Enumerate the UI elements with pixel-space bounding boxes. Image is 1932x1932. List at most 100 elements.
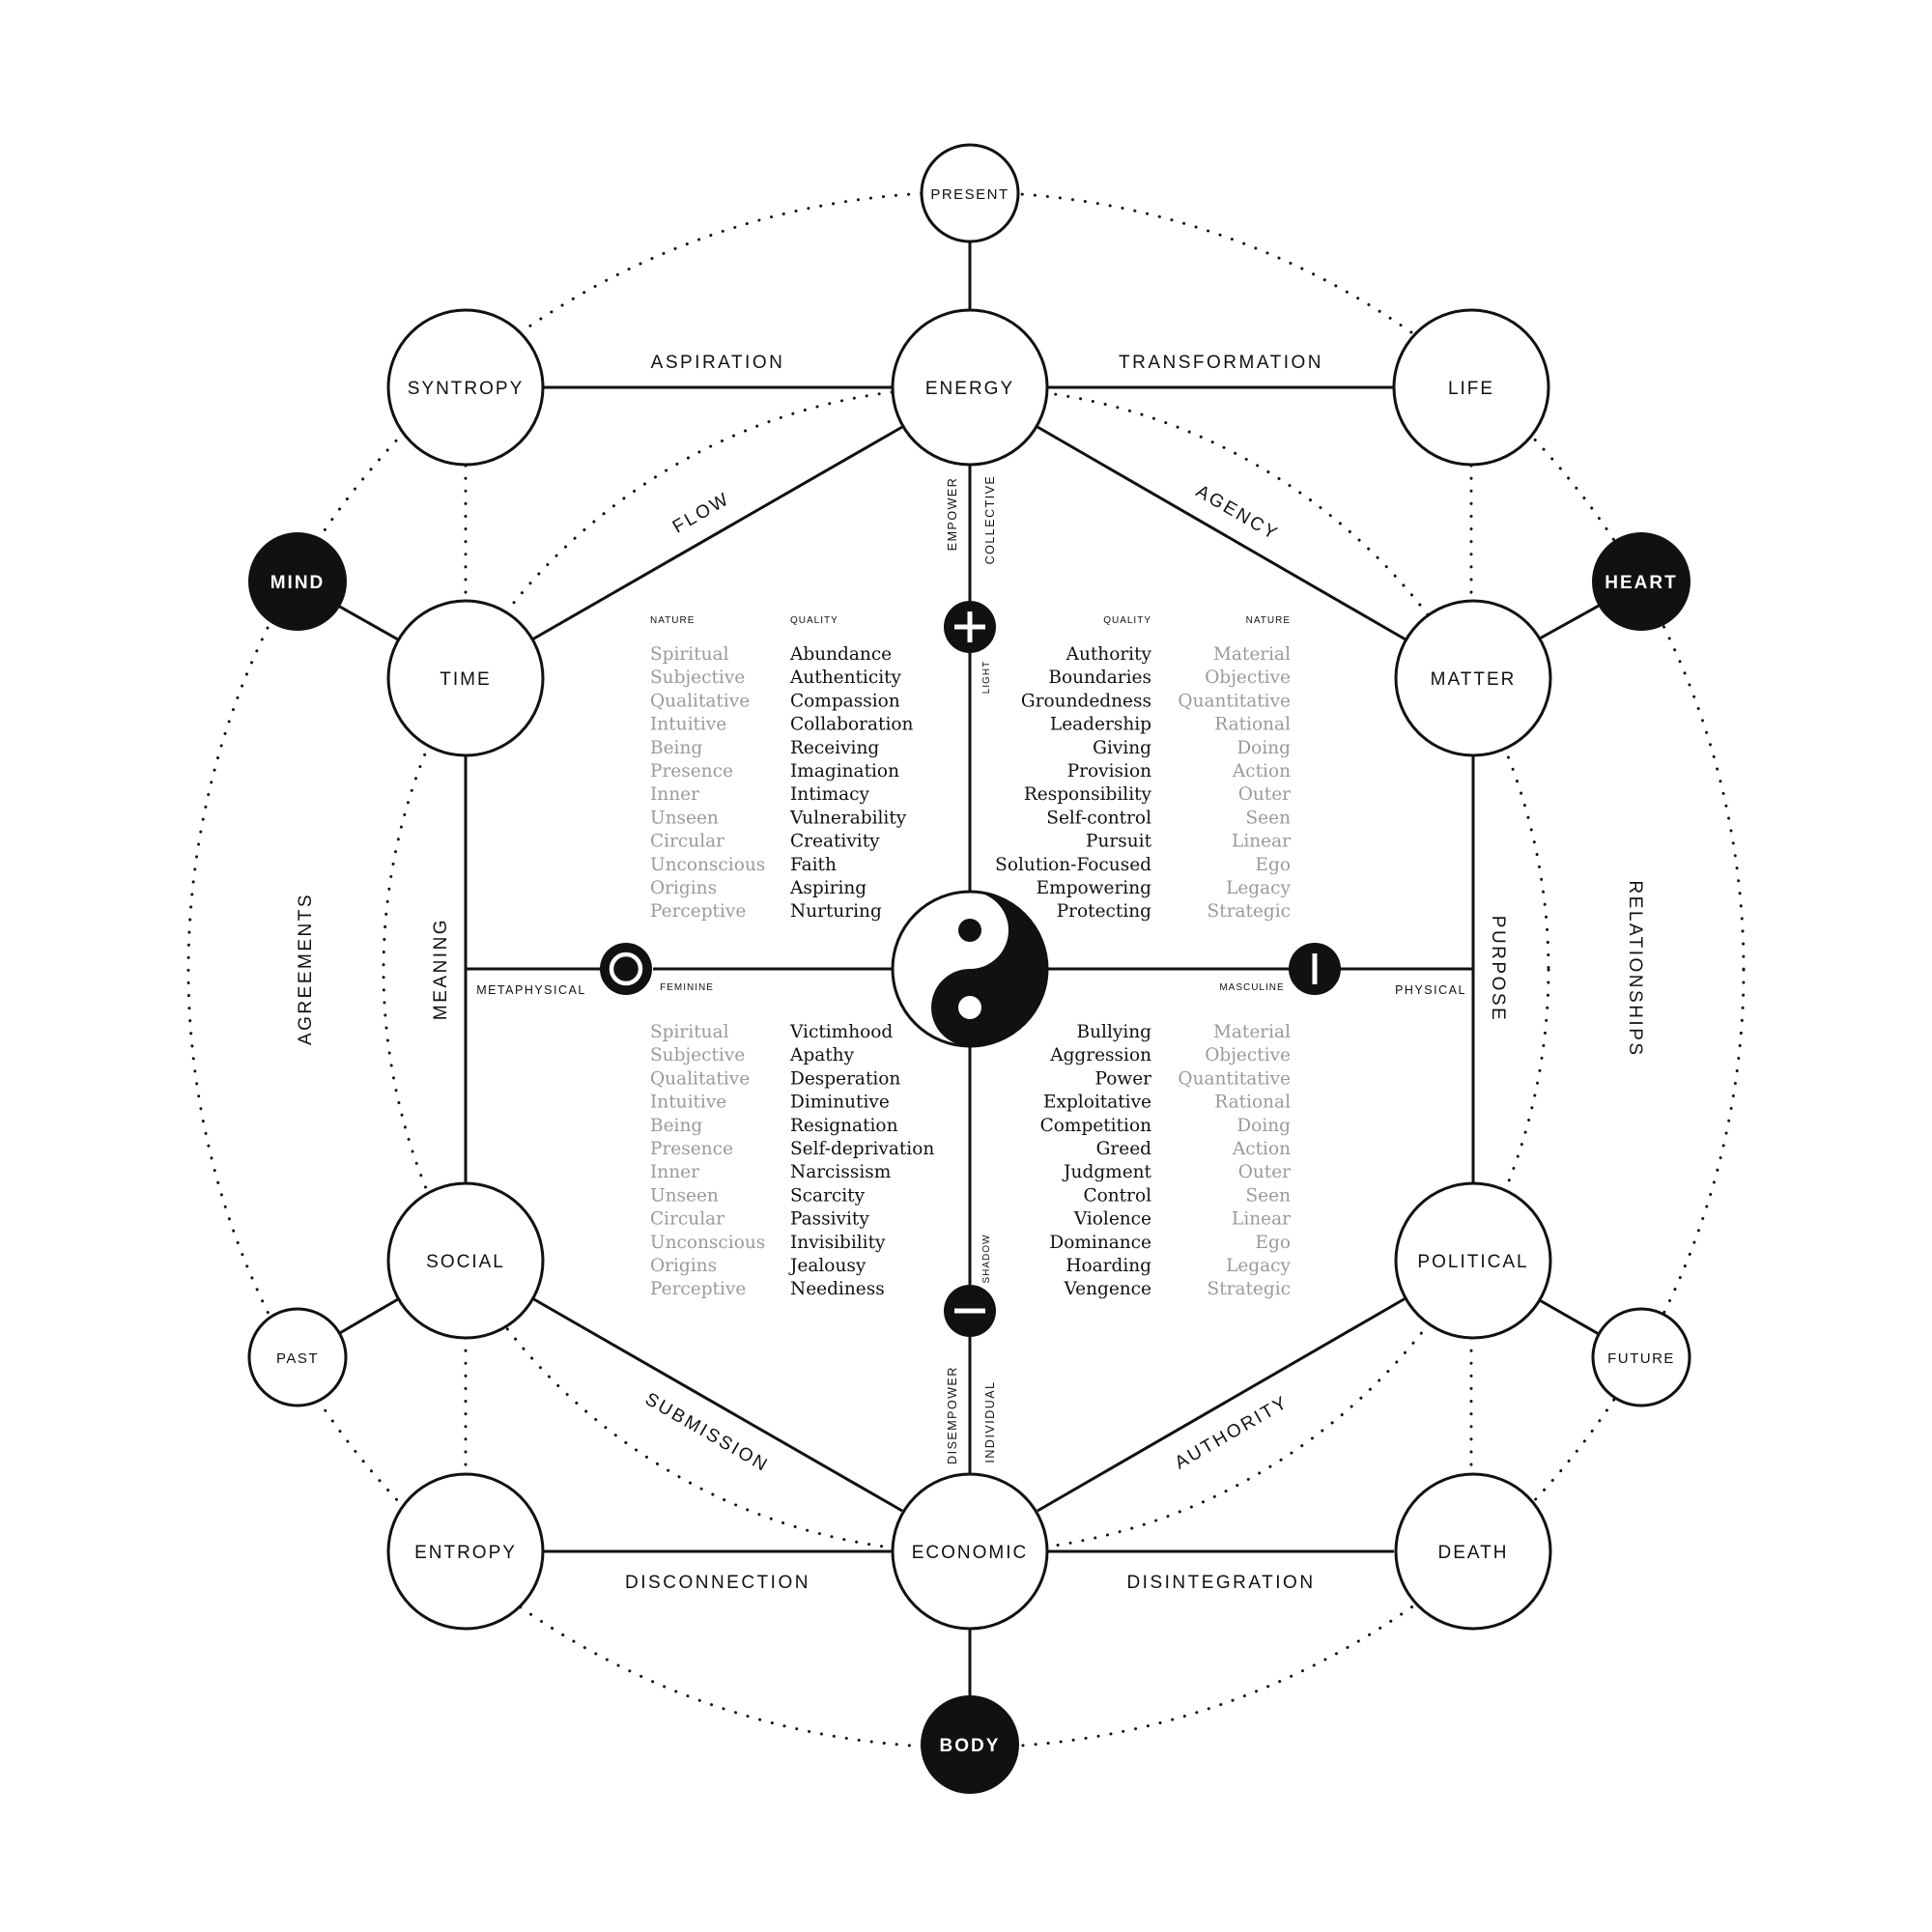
nature-item: Intuitive <box>650 1093 726 1113</box>
nature-item: Presence <box>650 761 733 781</box>
quality-item: Giving <box>1093 738 1151 758</box>
quality-list-bottom-right: BullyingAggressionPowerExploitativeCompe… <box>1040 1022 1152 1299</box>
quality-item: Jealousy <box>788 1256 867 1276</box>
nature-item: Perceptive <box>650 901 746 922</box>
nature-item: Being <box>650 738 702 758</box>
outer-dotted-ring <box>186 190 1746 1749</box>
nature-item: Objective <box>1205 1045 1291 1065</box>
nature-item: Rational <box>1214 1093 1291 1113</box>
quality-item: Collaboration <box>790 715 913 735</box>
axis-label-individual: INDIVIDUAL <box>983 1380 997 1463</box>
svg-text:DEATH: DEATH <box>1438 1543 1509 1563</box>
edge-label-relationships: RELATIONSHIPS <box>1625 880 1645 1057</box>
nature-item: Seen <box>1246 808 1292 828</box>
header-quality-right: QUALITY <box>1103 615 1151 626</box>
node-energy: ENERGY <box>891 308 1049 467</box>
plus-icon <box>944 601 996 653</box>
quality-item: Responsibility <box>1024 784 1152 805</box>
nature-list-left-bottom: SpiritualSubjectiveQualitativeIntuitiveB… <box>650 1022 765 1299</box>
nature-item: Ego <box>1256 1233 1292 1253</box>
edge-label-transformation: TRANSFORMATION <box>1119 353 1323 373</box>
nature-item: Ego <box>1256 855 1292 875</box>
quality-item: Narcissism <box>790 1162 892 1182</box>
header-nature-left: NATURE <box>650 615 695 626</box>
quality-item: Victimhood <box>789 1022 893 1042</box>
nature-item: Outer <box>1238 784 1291 805</box>
node-heart: HEART <box>1592 532 1690 631</box>
nature-item: Presence <box>650 1139 733 1159</box>
quality-item: Scarcity <box>790 1185 866 1206</box>
quality-item: Invisibility <box>790 1233 886 1253</box>
quality-item: Neediness <box>790 1279 885 1299</box>
quality-item: Solution-Focused <box>995 855 1151 875</box>
axis-label-empower: EMPOWER <box>946 477 959 551</box>
quality-item: Vengence <box>1063 1279 1151 1299</box>
nature-item: Origins <box>650 1256 717 1276</box>
nature-item: Quantitative <box>1178 691 1291 711</box>
quality-item: Pursuit <box>1086 832 1152 852</box>
svg-text:BODY: BODY <box>940 1736 1001 1756</box>
node-death: DEATH <box>1394 1472 1552 1631</box>
quality-item: Apathy <box>789 1045 855 1065</box>
edge-label-agreements: AGREEMENTS <box>296 893 316 1045</box>
header-nature-right: NATURE <box>1246 615 1291 626</box>
nature-item: Action <box>1232 1139 1291 1159</box>
svg-text:TIME: TIME <box>440 669 491 690</box>
axis-label-masculine: MASCULINE <box>1219 982 1284 993</box>
dotted-connectors <box>464 464 1473 1475</box>
quality-item: Power <box>1095 1068 1152 1089</box>
node-matter: MATTER <box>1394 599 1552 757</box>
node-mind: MIND <box>248 532 347 631</box>
nature-list-right-top: MaterialObjectiveQuantitativeRationalDoi… <box>1178 644 1291 922</box>
nature-item: Subjective <box>650 668 745 688</box>
quality-item: Nurturing <box>790 901 882 922</box>
node-past: PAST <box>247 1307 348 1407</box>
nature-item: Strategic <box>1208 901 1291 922</box>
node-social: SOCIAL <box>386 1181 545 1340</box>
quality-item: Desperation <box>790 1068 900 1089</box>
quality-list-top-right: AuthorityBoundariesGroundednessLeadershi… <box>995 644 1151 922</box>
nature-item: Quantitative <box>1178 1068 1291 1089</box>
svg-text:MIND: MIND <box>270 573 326 593</box>
node-entropy: ENTROPY <box>386 1472 545 1631</box>
nature-item: Seen <box>1246 1185 1292 1206</box>
quality-item: Dominance <box>1049 1233 1151 1253</box>
nature-item: Spiritual <box>650 644 729 665</box>
edge-label-submission: SUBMISSION <box>641 1389 772 1476</box>
nature-item: Linear <box>1232 1209 1291 1230</box>
axis-label-collective: COLLECTIVE <box>983 475 997 565</box>
quality-item: Imagination <box>790 761 899 781</box>
svg-text:POLITICAL: POLITICAL <box>1417 1252 1528 1272</box>
axis-label-feminine: FEMININE <box>660 982 714 993</box>
quality-item: Bullying <box>1077 1022 1152 1042</box>
quality-item: Passivity <box>790 1209 869 1230</box>
svg-text:HEART: HEART <box>1605 573 1677 593</box>
node-future: FUTURE <box>1591 1307 1691 1407</box>
quality-item: Greed <box>1096 1139 1152 1159</box>
axis-label-light: LIGHT <box>981 661 992 694</box>
quality-item: Faith <box>790 855 837 875</box>
nature-item: Material <box>1213 1022 1291 1042</box>
feminine-symbol-icon <box>600 943 652 995</box>
quality-item: Groundedness <box>1021 691 1151 711</box>
nature-item: Outer <box>1238 1162 1291 1182</box>
solid-lines <box>337 242 1600 1700</box>
node-present: PRESENT <box>920 143 1020 243</box>
svg-text:SOCIAL: SOCIAL <box>426 1252 505 1272</box>
quality-item: Violence <box>1073 1209 1151 1230</box>
nature-item: Linear <box>1232 832 1291 852</box>
nature-item: Perceptive <box>650 1279 746 1299</box>
nature-item: Unconscious <box>650 855 765 875</box>
quality-item: Intimacy <box>790 784 870 805</box>
nature-item: Intuitive <box>650 715 726 735</box>
nature-item: Action <box>1232 761 1291 781</box>
nature-item: Qualitative <box>650 1068 750 1089</box>
nature-item: Unconscious <box>650 1233 765 1253</box>
svg-text:MATTER: MATTER <box>1431 669 1517 690</box>
svg-text:LIFE: LIFE <box>1448 379 1494 399</box>
node-political: POLITICAL <box>1394 1181 1552 1340</box>
quality-item: Provision <box>1067 761 1151 781</box>
nature-item: Inner <box>650 784 699 805</box>
nature-item: Legacy <box>1226 878 1291 898</box>
masculine-symbol-icon <box>1289 943 1341 995</box>
